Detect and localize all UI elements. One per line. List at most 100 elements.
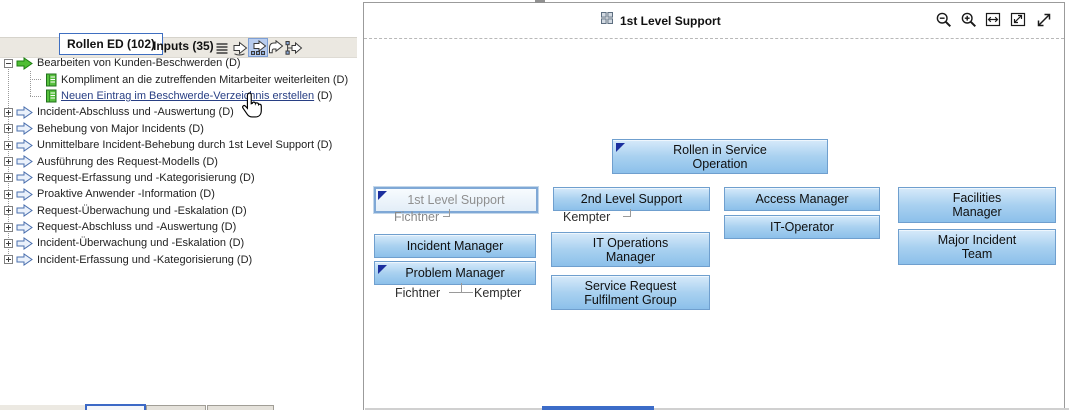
arrow-blue-icon	[16, 138, 33, 152]
assignment-marker-icon	[378, 191, 387, 200]
tree-item-suffix: (D)	[220, 221, 237, 234]
tree-item-label[interactable]: Incident-Erfassung und -Kategorisierung	[37, 253, 234, 266]
tree-guide-line	[30, 71, 31, 96]
tree-item[interactable]: Proaktive Anwender -Information(D)	[2, 186, 358, 202]
expand-icon[interactable]	[4, 206, 13, 216]
doc-green-icon	[45, 89, 57, 103]
expand-icon[interactable]	[4, 140, 13, 150]
node-incident-manager[interactable]: Incident Manager	[374, 234, 536, 258]
person-label: Fichtner	[395, 286, 441, 300]
node-service-request-fulfilment-group[interactable]: Service Request Fulfilment Group	[551, 275, 710, 310]
tree-item-label[interactable]: Request-Erfassung und -Kategorisierung	[37, 171, 237, 184]
arrow-blue-icon	[16, 253, 33, 267]
tree-item-suffix: (D)	[199, 188, 215, 201]
fit-width-icon[interactable]	[984, 10, 1004, 30]
expand-icon[interactable]	[4, 222, 13, 232]
tree-item-suffix: (D)	[236, 253, 253, 266]
assignment-marker-icon	[378, 265, 387, 274]
expand-icon[interactable]	[4, 255, 13, 265]
tree-item-suffix: (D)	[188, 122, 204, 135]
connector-line	[443, 216, 450, 217]
tree-item[interactable]: Unmittelbare Incident-Behebung durch 1st…	[2, 137, 358, 153]
arrow-blue-icon	[16, 171, 33, 185]
node-label: Problem Manager	[405, 266, 505, 280]
node-2nd-level-support[interactable]: 2nd Level Support	[553, 187, 710, 211]
show-occurrences-icon[interactable]	[248, 38, 268, 57]
previous-occurrence-icon[interactable]	[267, 39, 285, 56]
tree-item[interactable]: Request-Abschluss und -Auswertung(D)	[2, 219, 358, 235]
zoom-out-icon[interactable]	[934, 10, 954, 30]
node-label: 2nd Level Support	[580, 192, 683, 206]
zoom-toolbar	[934, 10, 1054, 30]
node-major-incident-team[interactable]: Major Incident Team	[898, 229, 1056, 265]
tree-item[interactable]: Incident-Überwachung und -Eskalation(D)	[2, 235, 358, 251]
partial-button[interactable]	[207, 405, 274, 410]
node-label: Rollen in Service Operation	[673, 142, 767, 171]
partial-primary-button[interactable]	[85, 404, 146, 410]
left-panel-toolbar	[213, 38, 303, 57]
tree-item[interactable]: Behebung von Major Incidents(D)	[2, 121, 358, 137]
goto-occurrence-icon[interactable]	[231, 39, 249, 56]
tree-item-suffix: (D)	[228, 237, 245, 250]
horizontal-scrollbar-track[interactable]	[365, 408, 1069, 410]
tree-item[interactable]: Incident-Abschluss und -Auswertung(D)	[2, 104, 358, 120]
tree-item-label[interactable]: Request-Abschluss und -Auswertung	[37, 221, 218, 234]
tab-rollen-ed[interactable]: Rollen ED (102)	[59, 33, 164, 55]
tree-item-label[interactable]: Request-Überwachung und -Eskalation	[37, 204, 229, 217]
arrow-blue-icon	[16, 237, 33, 250]
expand-icon[interactable]	[4, 107, 13, 117]
tree-item-label[interactable]: Bearbeiten von Kunden-Beschwerden	[37, 57, 223, 70]
tree-item[interactable]: Incident-Erfassung und -Kategorisierung(…	[2, 252, 358, 268]
arrow-blue-icon	[16, 105, 33, 119]
model-grid-icon	[601, 12, 614, 30]
arrow-blue-icon	[16, 187, 33, 201]
expand-icon[interactable]	[4, 124, 13, 134]
tree-item-suffix: (D)	[202, 155, 218, 168]
tree-item-label[interactable]: Neuen Eintrag im Beschwerde-Verzeichnis …	[61, 89, 315, 102]
node-1st-level-support[interactable]: 1st Level Support	[374, 187, 538, 213]
connector-line	[630, 209, 631, 217]
expand-icon[interactable]	[4, 189, 13, 199]
tree-item-label[interactable]: Incident-Überwachung und -Eskalation	[37, 237, 226, 250]
node-facilities-manager[interactable]: Facilities Manager	[898, 187, 1056, 223]
tab-inputs[interactable]: Inputs (35)	[153, 39, 214, 53]
tree-item-suffix: (D)	[218, 106, 234, 119]
expand-icon[interactable]	[4, 238, 13, 248]
node-label: Incident Manager	[406, 239, 504, 253]
tree-item[interactable]: Ausführung des Request-Modells(D)	[2, 153, 358, 169]
horizontal-scrollbar-thumb[interactable]	[542, 406, 654, 410]
person-label: Kempter	[474, 286, 522, 300]
tree-item-label[interactable]: Incident-Abschluss und -Auswertung	[37, 106, 216, 119]
panel-drag-handle[interactable]	[535, 0, 545, 3]
person-label: Kempter	[563, 210, 611, 224]
tree-item-label[interactable]: Ausführung des Request-Modells	[37, 155, 200, 168]
fit-page-icon[interactable]	[1009, 10, 1029, 30]
tree-item[interactable]: Neuen Eintrag im Beschwerde-Verzeichnis …	[2, 88, 358, 104]
node-label: Facilities Manager	[952, 191, 1002, 219]
node-rollen-in-service-operation[interactable]: Rollen in Service Operation	[612, 139, 828, 174]
tree-item[interactable]: Kompliment an die zutreffenden Mitarbeit…	[2, 71, 358, 87]
tree-item-label[interactable]: Proaktive Anwender -Information	[37, 188, 197, 201]
node-it-operator[interactable]: IT-Operator	[724, 215, 880, 239]
tree-item-label[interactable]: Unmittelbare Incident-Behebung durch 1st…	[37, 139, 315, 152]
node-problem-manager[interactable]: Problem Manager	[374, 261, 536, 285]
partial-button[interactable]	[146, 405, 206, 410]
tree-item-label[interactable]: Kompliment an die zutreffenden Mitarbeit…	[61, 73, 330, 86]
node-it-operations-manager[interactable]: IT Operations Manager	[551, 232, 710, 267]
tree-item[interactable]: Bearbeiten von Kunden-Beschwerden(D)	[2, 55, 358, 71]
tree-item-label[interactable]: Behebung von Major Incidents	[37, 122, 186, 135]
expand-icon[interactable]	[4, 157, 13, 167]
arrow-blue-icon	[16, 122, 33, 136]
process-tree: Bearbeiten von Kunden-Beschwerden(D)Komp…	[2, 55, 358, 268]
tree-item-suffix: (D)	[317, 139, 333, 152]
collapse-icon[interactable]	[4, 58, 13, 68]
tree-item[interactable]: Request-Überwachung und -Eskalation(D)	[2, 203, 358, 219]
zoom-in-icon[interactable]	[959, 10, 979, 30]
expand-icon[interactable]	[1034, 10, 1054, 30]
tree-item-suffix: (D)	[239, 171, 255, 184]
list-icon[interactable]	[213, 39, 231, 56]
tree-item[interactable]: Request-Erfassung und -Kategorisierung(D…	[2, 170, 358, 186]
assignments-icon[interactable]	[285, 39, 303, 56]
expand-icon[interactable]	[4, 173, 13, 183]
node-access-manager[interactable]: Access Manager	[724, 187, 880, 211]
